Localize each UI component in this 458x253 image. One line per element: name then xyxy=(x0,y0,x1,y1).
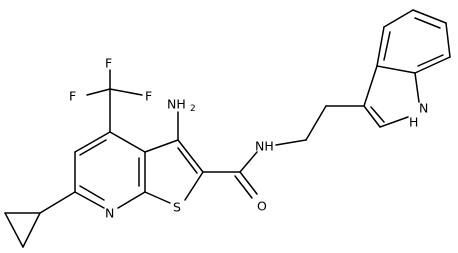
bond-c6-cyclopropyl xyxy=(39,191,76,214)
bond-c3-c2 xyxy=(177,139,204,173)
label-fluorine-top: F xyxy=(105,56,112,71)
label-thiophene-sulfur: S xyxy=(173,200,181,215)
bond-c3-c2-indole-inner xyxy=(370,106,385,123)
pyridine-ring-bonds xyxy=(74,131,146,209)
bond-c3a-c4-indole-inner xyxy=(383,31,391,61)
thiophene-ring-bonds xyxy=(144,139,204,204)
bond-carbonyl-c-n xyxy=(239,151,258,173)
bond-c7-c7a-indole-inner xyxy=(417,54,444,67)
bond-c5-c6-indole xyxy=(412,9,447,24)
bond-c5-c6-indole-inner xyxy=(414,17,441,29)
ethyl-linker-bonds xyxy=(275,105,365,146)
bond-c3a-c4-indole xyxy=(376,26,385,67)
bond-carbonyl-c-o-second xyxy=(234,175,253,199)
bond-c4-c3a xyxy=(109,131,146,153)
label-indole-h: H xyxy=(409,115,418,130)
bond-c6-n7-inner xyxy=(79,185,105,201)
bond-c4-c5-indole xyxy=(383,9,414,28)
bond-ch2-ch2 xyxy=(305,105,327,141)
bond-n7-c7a xyxy=(117,191,146,209)
cyclopropyl-bonds xyxy=(4,191,76,248)
label-fluorine-left: F xyxy=(69,89,76,104)
bond-cf3-c-f-right xyxy=(109,88,143,96)
label-indole-nitrogen: N xyxy=(419,101,428,116)
bond-n1-c7a-indole xyxy=(414,72,420,103)
carboxamide-bonds xyxy=(202,151,258,199)
label-carbonyl-oxygen: O xyxy=(257,199,267,214)
bond-c2-s1 xyxy=(184,171,204,201)
label-fluorine-right: F xyxy=(145,89,152,104)
bond-cp-b-c xyxy=(4,212,24,248)
indole-benzene-bonds xyxy=(376,9,451,74)
bond-c7a-c3a-indole xyxy=(376,65,416,74)
bond-c3-c2-inner xyxy=(177,147,198,174)
bond-s1-c7a xyxy=(144,191,171,204)
bond-c6-n7 xyxy=(74,191,105,209)
indole-pyrrole-bonds xyxy=(363,65,420,128)
bond-c2-n1-indole xyxy=(379,116,409,128)
bond-c3a-c3-indole xyxy=(363,65,378,107)
bond-carbonyl-c-o xyxy=(239,171,258,195)
bond-c6-c7-indole xyxy=(445,22,451,58)
bond-n-ch2 xyxy=(275,139,307,146)
label-amino-nh: NH xyxy=(167,97,186,112)
bond-cf3-c-f-left xyxy=(86,88,111,96)
label-amino-subscript: 2 xyxy=(190,104,196,114)
bond-c3a-c3 xyxy=(144,139,179,153)
bond-c4-c5-inner xyxy=(79,139,107,156)
bond-c3-c2-indole xyxy=(363,105,381,128)
bond-c4-c5 xyxy=(74,131,111,153)
label-amide-nh: NH xyxy=(255,139,274,154)
trifluoromethyl-bonds xyxy=(86,69,143,133)
bond-c7-c7a-indole xyxy=(414,56,451,74)
label-pyridine-nitrogen: N xyxy=(105,206,114,221)
bond-cp-a-b xyxy=(22,212,41,248)
